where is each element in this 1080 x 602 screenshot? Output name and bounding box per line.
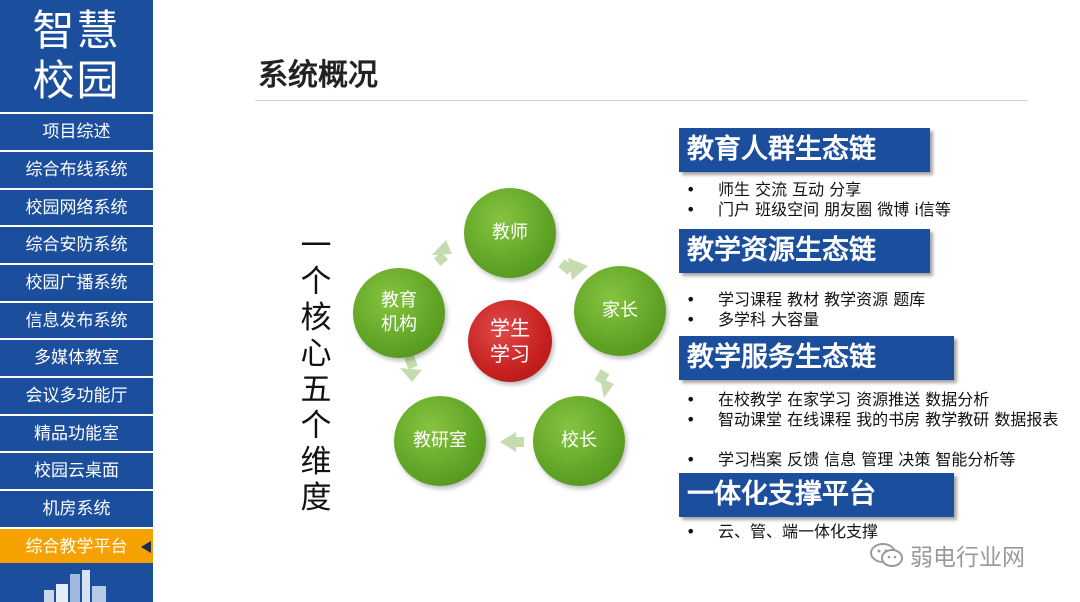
section-header-resource-chain: 教学资源生态链 — [679, 229, 930, 273]
vertical-char: 五 — [300, 372, 332, 408]
watermark-text: 弱电行业网 — [910, 545, 1025, 571]
bullet-text: 多学科 大容量 — [718, 310, 820, 329]
arrow-icon — [594, 369, 610, 385]
bullet-text: 云、管、端一体化支撑 — [718, 522, 879, 541]
logo-line-2: 校园 — [32, 56, 121, 105]
sidebar-item-label: 综合布线系统 — [25, 160, 128, 180]
arrow-icon — [432, 240, 452, 255]
node-teacher: 教师 — [464, 188, 556, 278]
bullet-dot: • — [686, 450, 696, 469]
page-title: 系统概况 — [258, 58, 378, 93]
node-label: 机构 — [381, 314, 417, 335]
bullet-item: • 智动课堂 在线课程 我的书房 教学教研 数据报表 — [686, 410, 1072, 430]
vertical-caption: 一 个 核 心 五 个 维 度 — [296, 228, 336, 516]
bullet-text: 智动课堂 在线课程 我的书房 教学教研 数据报表 — [718, 410, 1059, 429]
sidebar-item-broadcast[interactable]: 校园广播系统 — [0, 263, 153, 299]
node-education-institution: 教育 机构 — [353, 268, 445, 358]
sidebar-item-label: 多媒体教室 — [34, 348, 119, 368]
bullet-item: • 门户 班级空间 朋友圈 微博 i信等 — [686, 200, 1066, 220]
building-icon — [44, 570, 106, 602]
vertical-char: 个 — [300, 408, 332, 444]
sidebar-item-security[interactable]: 综合安防系统 — [0, 225, 153, 261]
bullet-dot: • — [686, 200, 696, 219]
title-divider — [255, 100, 1028, 101]
node-research-office: 教研室 — [394, 396, 486, 486]
sidebar: 智慧 校园 项目综述 综合布线系统 校园网络系统 综合安防系统 校园广播系统 信… — [0, 0, 153, 602]
node-label: 家长 — [602, 300, 638, 321]
arrow-icon — [568, 258, 588, 280]
bullet-dot: • — [686, 410, 696, 429]
bullet-text: 门户 班级空间 朋友圈 微博 i信等 — [718, 200, 951, 219]
section-header-service-chain: 教学服务生态链 — [679, 336, 954, 380]
center-label: 学习 — [490, 342, 530, 366]
logo-line-1: 智慧 — [32, 6, 121, 55]
bullet-item: • 云、管、端一体化支撑 — [686, 522, 1066, 542]
sidebar-item-cloud-desktop[interactable]: 校园云桌面 — [0, 451, 153, 487]
bullet-text: 在校教学 在家学习 资源推送 数据分析 — [718, 390, 990, 409]
sidebar-item-teaching-platform[interactable]: 综合教学平台 — [0, 527, 153, 563]
sidebar-item-project-overview[interactable]: 项目综述 — [0, 112, 153, 148]
sidebar-item-function-room[interactable]: 精品功能室 — [0, 414, 153, 450]
sidebar-item-label: 综合教学平台 — [25, 537, 128, 557]
bullet-item: • 学习课程 教材 教学资源 题库 — [686, 290, 1066, 310]
sidebar-item-label: 精品功能室 — [34, 424, 119, 444]
arrow-icon — [514, 437, 524, 447]
bullet-item: • 学习档案 反馈 信息 管理 决策 智能分析等 — [686, 450, 1072, 470]
wechat-icon — [870, 543, 903, 567]
bullet-dot: • — [686, 180, 696, 199]
sidebar-item-label: 机房系统 — [42, 499, 111, 519]
node-center-student: 学生 学习 — [468, 300, 552, 382]
bullet-text: 师生 交流 互动 分享 — [718, 180, 862, 199]
sidebar-item-label: 校园广播系统 — [25, 273, 128, 293]
sidebar-item-label: 会议多功能厅 — [25, 386, 128, 406]
arrow-icon — [433, 251, 449, 267]
sidebar-item-multimedia[interactable]: 多媒体教室 — [0, 338, 153, 374]
node-label: 校长 — [561, 430, 597, 451]
sidebar-item-network[interactable]: 校园网络系统 — [0, 188, 153, 224]
bullet-dot: • — [686, 290, 696, 309]
watermark: 弱电行业网 — [870, 538, 1025, 572]
active-pointer-icon — [141, 541, 151, 553]
sidebar-item-server-room[interactable]: 机房系统 — [0, 489, 153, 525]
vertical-char: 维 — [300, 444, 332, 480]
app-logo: 智慧 校园 — [0, 0, 153, 112]
section-header-people-chain: 教育人群生态链 — [679, 128, 930, 172]
vertical-char: 心 — [300, 336, 332, 372]
arrow-icon — [558, 259, 574, 275]
section-header-platform: 一体化支撑平台 — [679, 473, 954, 517]
arrow-icon — [500, 432, 516, 452]
bullet-item: • 在校教学 在家学习 资源推送 数据分析 — [686, 390, 1072, 410]
vertical-char: 核 — [300, 300, 332, 336]
sidebar-item-label: 项目综述 — [42, 122, 111, 142]
vertical-char: 个 — [300, 264, 332, 300]
arrow-icon — [400, 368, 422, 382]
center-label: 学生 — [490, 316, 530, 340]
bullet-item: • 师生 交流 互动 分享 — [686, 180, 1066, 200]
arrow-icon — [404, 354, 418, 370]
sidebar-item-label: 综合安防系统 — [25, 235, 128, 255]
vertical-char: 一 — [300, 228, 332, 264]
sidebar-item-conference[interactable]: 会议多功能厅 — [0, 376, 153, 412]
bullet-text: 学习课程 教材 教学资源 题库 — [718, 290, 926, 309]
sidebar-item-info-release[interactable]: 信息发布系统 — [0, 301, 153, 337]
cycle-arrows — [400, 240, 614, 452]
bullet-item: • 多学科 大容量 — [686, 310, 1066, 330]
sidebar-item-label: 校园云桌面 — [34, 461, 119, 481]
sidebar-item-cabling[interactable]: 综合布线系统 — [0, 150, 153, 186]
vertical-char: 度 — [300, 480, 332, 516]
node-label: 教研室 — [413, 430, 467, 451]
node-label: 教育 — [381, 290, 417, 311]
bullet-dot: • — [686, 390, 696, 409]
bullet-text: 学习档案 反馈 信息 管理 决策 智能分析等 — [718, 450, 1016, 469]
node-principal: 校长 — [533, 396, 625, 486]
bullet-dot: • — [686, 310, 696, 329]
sidebar-item-label: 信息发布系统 — [25, 311, 128, 331]
bullet-dot: • — [686, 522, 696, 541]
node-parent: 家长 — [574, 266, 666, 356]
sidebar-item-label: 校园网络系统 — [25, 198, 128, 218]
node-label: 教师 — [492, 222, 528, 243]
